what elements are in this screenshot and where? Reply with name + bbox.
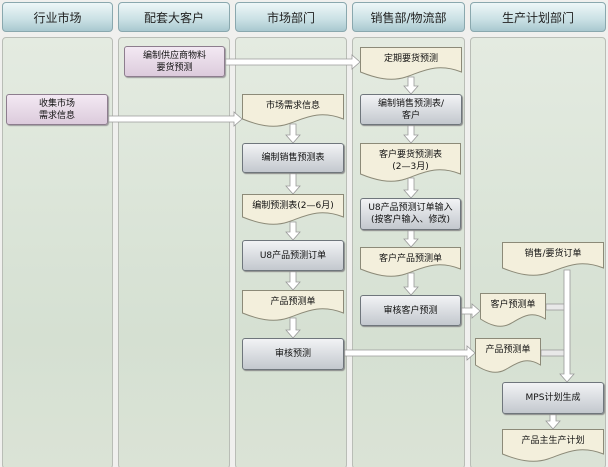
lane-header-industry-market: 行业市场 (2, 2, 113, 32)
doc-customer-demand-table: 客户要货预测表 (2—3月) (360, 143, 461, 182)
document-shape (480, 293, 546, 327)
arrow-icon (403, 272, 419, 296)
process-collect-market: 收集市场 需求信息 (6, 94, 108, 125)
node-label: 编制预测表(2—6月) (252, 201, 334, 211)
arrow-icon (285, 270, 301, 291)
arrow-icon (343, 345, 476, 361)
arrow-icon (403, 76, 419, 95)
lane-header-key-customers: 配套大客户 (118, 2, 230, 32)
arrow-icon (107, 111, 243, 127)
node-label: 客户产品预测单 (378, 254, 442, 264)
arrow-icon (559, 269, 575, 383)
document-shape (502, 429, 604, 462)
doc-product-forecast-right: 产品预测单 (475, 338, 541, 373)
document-shape (360, 143, 461, 182)
doc-market-demand: 市场需求信息 (242, 94, 344, 127)
node-label: 产品主生产计划 (521, 436, 585, 446)
arrow-icon (545, 413, 561, 430)
doc-customer-product-forecast: 客户产品预测单 (360, 247, 461, 277)
node-label: 客户要货预测表 (2—3月) (378, 150, 442, 172)
doc-customer-forecast-right: 客户预测单 (480, 293, 546, 327)
node-label: U8产品预测订单 (259, 250, 327, 261)
arrow-icon (403, 177, 419, 199)
arrow-icon (403, 229, 419, 248)
process-review-customer: 审核客户预测 (360, 295, 461, 326)
process-sales-forecast: 编制销售预测表 (242, 143, 344, 173)
arrow-icon (285, 221, 301, 241)
node-label: 编制销售预测表 (261, 153, 325, 163)
document-shape (475, 338, 541, 373)
document-shape (502, 242, 604, 276)
process-mps: MPS计划生成 (502, 382, 604, 414)
document-shape (242, 94, 344, 127)
arrow-icon (403, 124, 419, 144)
doc-product-forecast: 产品预测单 (242, 290, 344, 321)
doc-master-plan: 产品主生产计划 (502, 429, 604, 462)
lane-header-sales-logistics: 销售部/物流部 (352, 2, 465, 32)
node-label: U8产品预测订单输入 (按客户输入、修改) (368, 203, 453, 225)
node-label: 定期要货预测 (383, 54, 438, 64)
document-shape (360, 247, 461, 277)
node-label: 市场需求信息 (265, 101, 320, 111)
arrow-icon (224, 54, 361, 70)
doc-forecast-table: 编制预测表(2—6月) (242, 194, 344, 225)
process-u8-input: U8产品预测订单输入 (按客户输入、修改) (360, 198, 461, 230)
lane-key-customers (118, 37, 230, 467)
process-supplier-forecast: 编制供应商物料 要货预测 (124, 46, 225, 77)
process-sales-forecast-customer: 编制销售预测表/ 客户 (360, 94, 462, 125)
document-shape (242, 290, 344, 321)
document-shape (242, 194, 344, 225)
node-label: 审核客户预测 (383, 305, 438, 316)
arrow-icon (460, 303, 481, 319)
node-label: 编制供应商物料 要货预测 (142, 50, 206, 73)
doc-sales-order: 销售/要货订单 (502, 242, 604, 276)
node-label: 产品预测单 (270, 297, 316, 307)
process-review-forecast: 审核预测 (242, 338, 344, 370)
node-label: 产品预测单 (485, 345, 531, 355)
lane-header-production-planning: 生产计划部门 (470, 2, 606, 32)
arrow-icon (285, 123, 301, 144)
node-label: MPS计划生成 (525, 393, 581, 403)
node-label: 客户预测单 (490, 300, 536, 310)
lane-header-marketing: 市场部门 (235, 2, 347, 32)
process-u8-order: U8产品预测订单 (242, 240, 344, 271)
node-label: 收集市场 需求信息 (38, 98, 75, 121)
document-shape (360, 47, 462, 80)
arrow-icon (285, 317, 301, 339)
node-label: 编制销售预测表/ 客户 (377, 98, 445, 121)
node-label: 销售/要货订单 (524, 249, 582, 259)
arrow-icon (285, 172, 301, 195)
node-label: 审核预测 (274, 349, 311, 359)
doc-periodic-forecast: 定期要货预测 (360, 47, 462, 80)
